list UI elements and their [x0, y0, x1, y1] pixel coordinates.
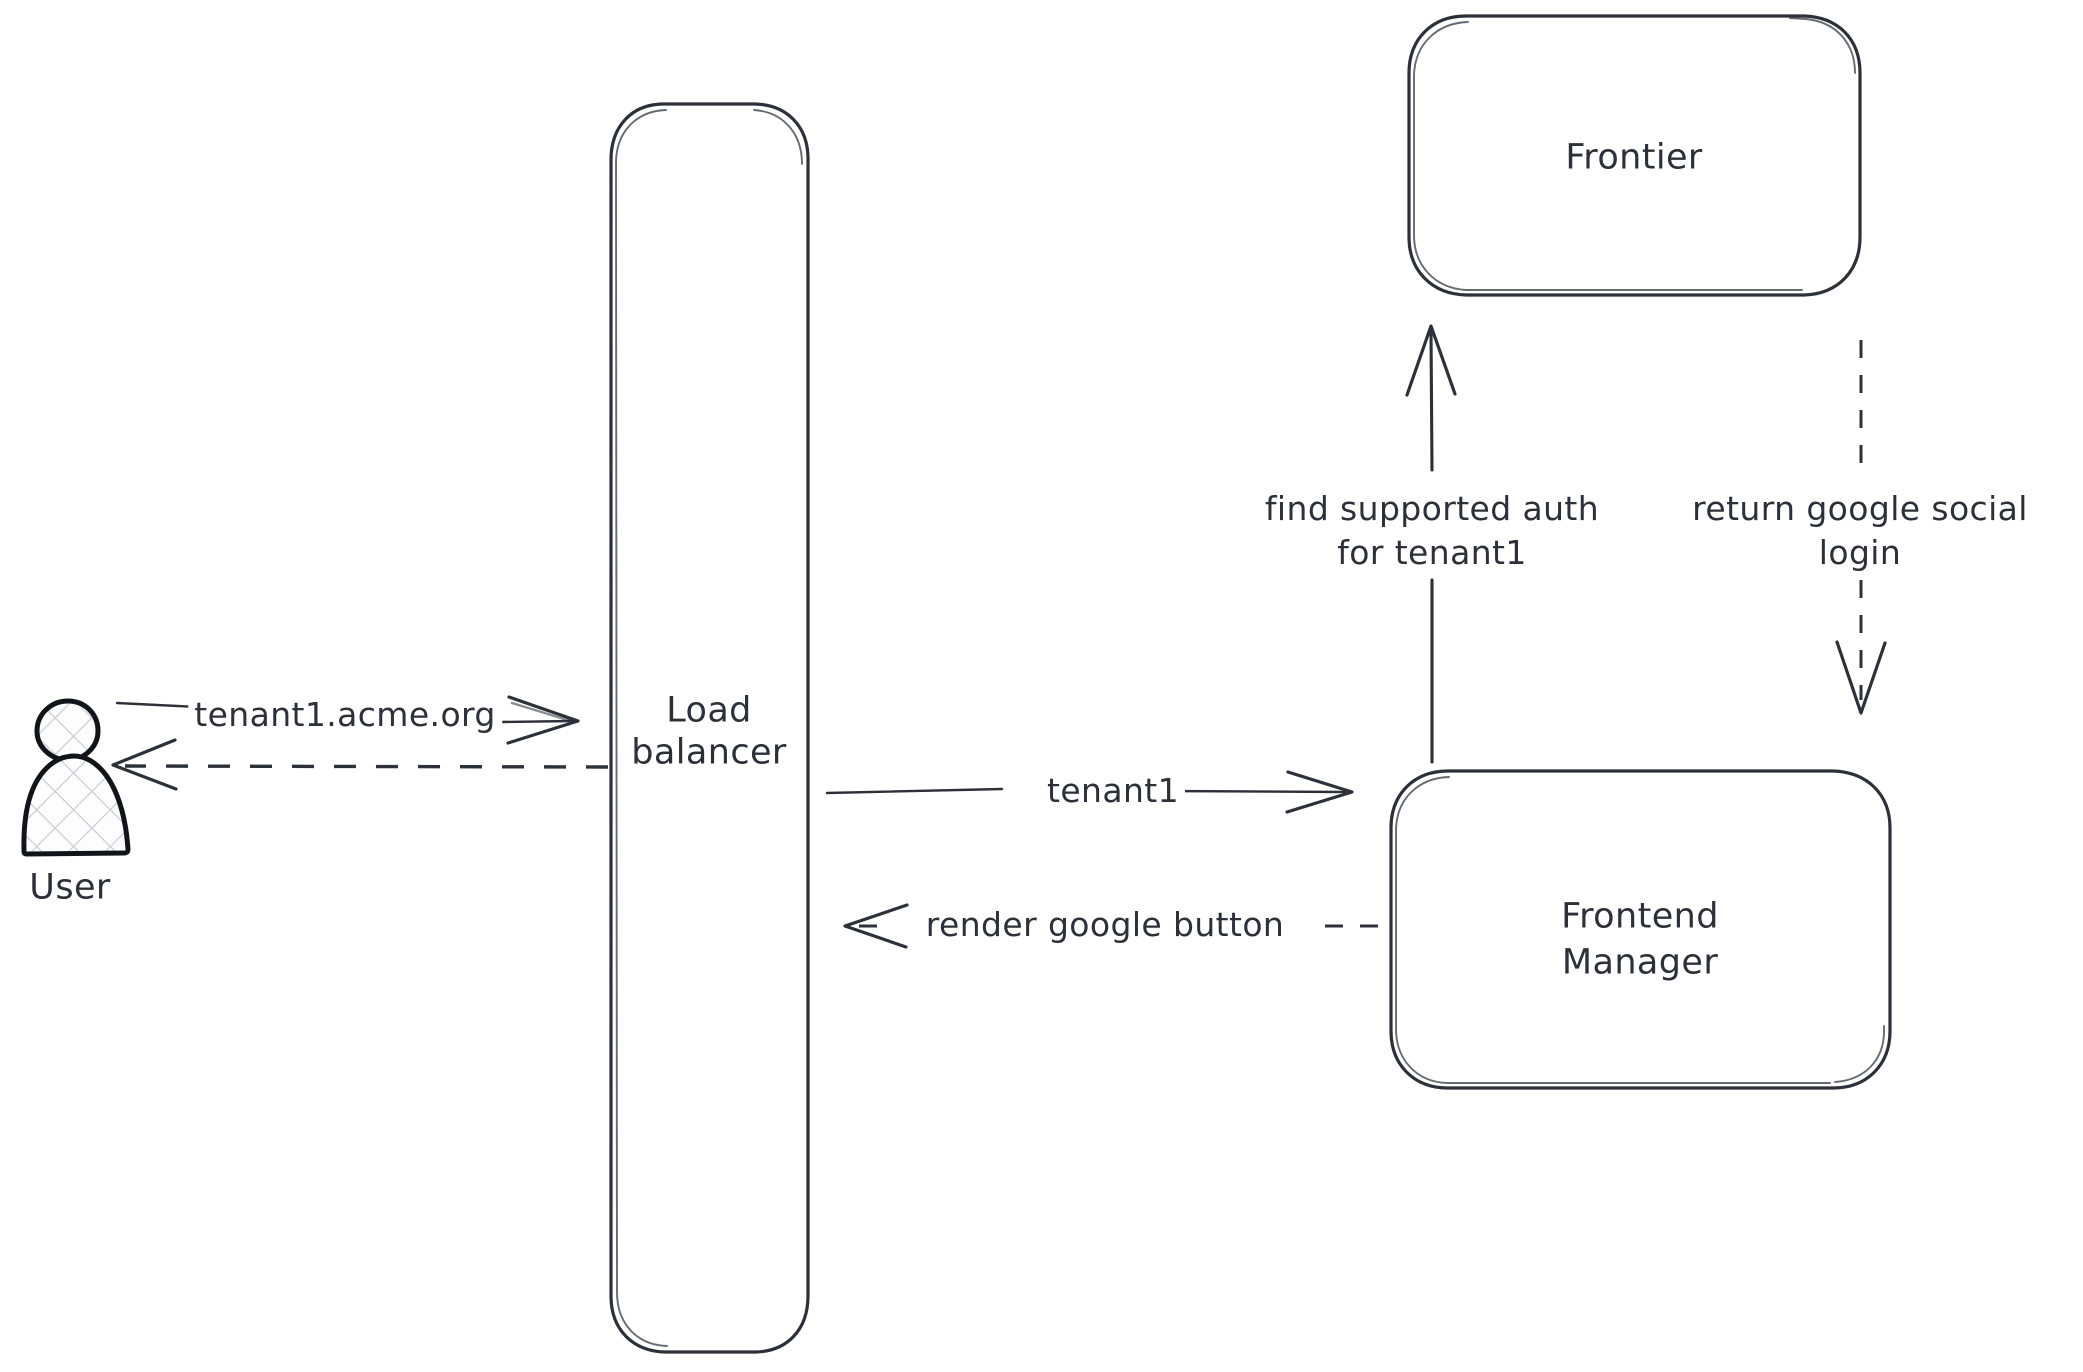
edge-user-to-loadbalancer — [115, 695, 580, 745]
user-actor-icon — [21, 698, 131, 857]
load-balancer-shape[interactable] — [609, 102, 810, 1354]
frontier-shape[interactable] — [1407, 14, 1862, 297]
frontend-manager-shape[interactable] — [1389, 769, 1892, 1090]
edge-frontendmanager-to-loadbalancer — [843, 903, 1378, 949]
edge-loadbalancer-to-frontendmanager — [825, 770, 1354, 814]
edge-frontendmanager-to-frontier — [1405, 324, 1457, 764]
edge-frontier-to-frontendmanager — [1835, 340, 1887, 715]
edge-loadbalancer-to-user — [111, 738, 609, 791]
